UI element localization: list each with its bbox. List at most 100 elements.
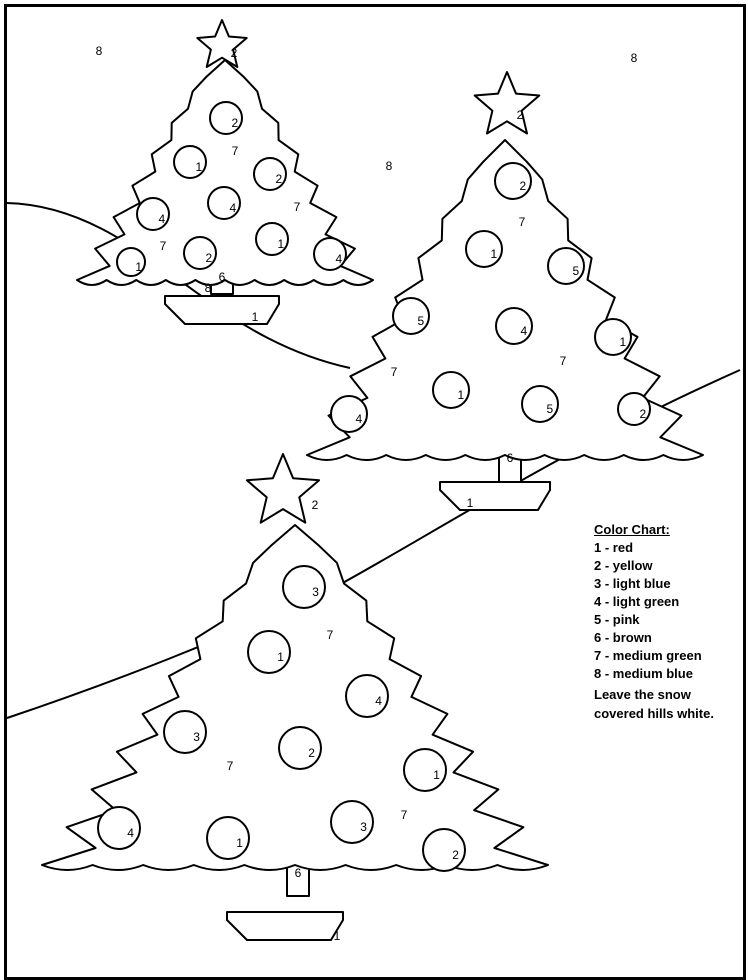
- ornament: [97, 806, 141, 850]
- color-chart-item-3: 3 - light blue: [594, 576, 671, 591]
- ornament: [547, 247, 585, 285]
- pot-number: 1: [252, 310, 259, 324]
- ornament-number: 1: [277, 237, 284, 251]
- tree-pot: [164, 295, 280, 325]
- ornament: [136, 197, 170, 231]
- ornament-number: 4: [521, 324, 528, 338]
- ornament-number: 5: [573, 264, 580, 278]
- ornament-number: 5: [418, 314, 425, 328]
- ornament-number: 2: [231, 116, 238, 130]
- star-number: 2: [517, 108, 524, 122]
- ornament: [330, 800, 374, 844]
- ornament: [465, 230, 503, 268]
- foliage-number: 7: [232, 144, 239, 158]
- foliage-number: 7: [401, 808, 408, 822]
- ornament: [209, 101, 243, 135]
- ornament-number: 5: [547, 402, 554, 416]
- ornament-number: 1: [195, 160, 202, 174]
- foliage-number: 7: [227, 759, 234, 773]
- ornament-number: 2: [205, 251, 212, 265]
- ornament-number: 4: [356, 412, 363, 426]
- hill-left: [6, 202, 351, 369]
- foliage-number: 7: [327, 628, 334, 642]
- sky-number: 8: [386, 159, 393, 173]
- ornament-number: 4: [335, 252, 342, 266]
- color-chart-item-1: 1 - red: [594, 540, 634, 555]
- color-chart-title: Color Chart:: [594, 522, 670, 537]
- ornament-number: 1: [620, 335, 627, 349]
- ornament: [330, 395, 368, 433]
- color-chart-item-4: 4 - light green: [594, 594, 680, 609]
- ornament-number: 1: [277, 650, 284, 664]
- trunk-number: 6: [295, 866, 302, 880]
- foliage-number: 7: [519, 215, 526, 229]
- ornament: [163, 710, 207, 754]
- ornament-number: 1: [491, 247, 498, 261]
- star-icon: [196, 19, 248, 68]
- ornament: [173, 145, 207, 179]
- pot-number: 1: [334, 929, 341, 943]
- ornament: [116, 247, 146, 277]
- ornament-number: 3: [360, 820, 367, 834]
- ornament-number: 1: [458, 388, 465, 402]
- ornament-number: 3: [193, 730, 200, 744]
- pot-number: 1: [467, 496, 474, 510]
- ornament: [345, 674, 389, 718]
- ornament: [432, 371, 470, 409]
- color-chart-item-8: 8 - medium blue: [594, 666, 693, 681]
- ornament: [313, 237, 347, 271]
- color-chart-item-7: 7 - medium green: [594, 648, 702, 663]
- ornament: [282, 565, 326, 609]
- ornament-number: 4: [229, 201, 236, 215]
- color-chart-note: Leave the snow covered hills white.: [594, 685, 714, 723]
- ornament-number: 1: [135, 260, 142, 274]
- star-icon: [245, 453, 321, 524]
- sky-number: 8: [96, 44, 103, 58]
- color-chart: Color Chart: 1 - red 2 - yellow 3 - ligh…: [594, 521, 714, 723]
- ornament-number: 4: [158, 212, 165, 226]
- ornament: [594, 318, 632, 356]
- ornament-number: 2: [452, 848, 459, 862]
- color-chart-item-5: 5 - pink: [594, 612, 640, 627]
- ornament-number: 2: [639, 407, 646, 421]
- note-line-2: covered hills white.: [594, 706, 714, 721]
- extra-number: 8: [205, 281, 212, 295]
- ornament: [206, 816, 250, 860]
- ornament: [521, 385, 559, 423]
- ornament: [207, 186, 241, 220]
- ornament: [183, 236, 217, 270]
- ornament-number: 2: [520, 179, 527, 193]
- ornament: [495, 307, 533, 345]
- trunk-number: 6: [219, 270, 226, 284]
- ornament-number: 2: [275, 172, 282, 186]
- ornament-number: 1: [236, 836, 243, 850]
- tree-left: 2 2 1 2 4 4 1 2 4 1 7 7 7 6 1 8: [76, 19, 374, 325]
- star-number: 2: [231, 46, 238, 60]
- ornament: [392, 297, 430, 335]
- foliage-number: 7: [160, 239, 167, 253]
- star-number: 2: [312, 498, 319, 512]
- ornament-number: 3: [312, 585, 319, 599]
- ornament-number: 4: [375, 694, 382, 708]
- page-border: [4, 4, 746, 980]
- ornament: [494, 162, 532, 200]
- ornament-number: 4: [127, 826, 134, 840]
- ornament-number: 1: [433, 768, 440, 782]
- ornament: [255, 222, 289, 256]
- ornament: [247, 630, 291, 674]
- ornament: [422, 828, 466, 872]
- color-chart-item-2: 2 - yellow: [594, 558, 653, 573]
- color-chart-item-6: 6 - brown: [594, 630, 652, 645]
- tree-foliage: [306, 139, 704, 461]
- foliage-number: 7: [391, 365, 398, 379]
- foliage-number: 7: [560, 354, 567, 368]
- tree-pot: [439, 481, 551, 511]
- ornament: [403, 748, 447, 792]
- star-icon: [473, 71, 541, 135]
- sky-number: 8: [631, 51, 638, 65]
- foliage-number: 7: [294, 200, 301, 214]
- ornament: [278, 726, 322, 770]
